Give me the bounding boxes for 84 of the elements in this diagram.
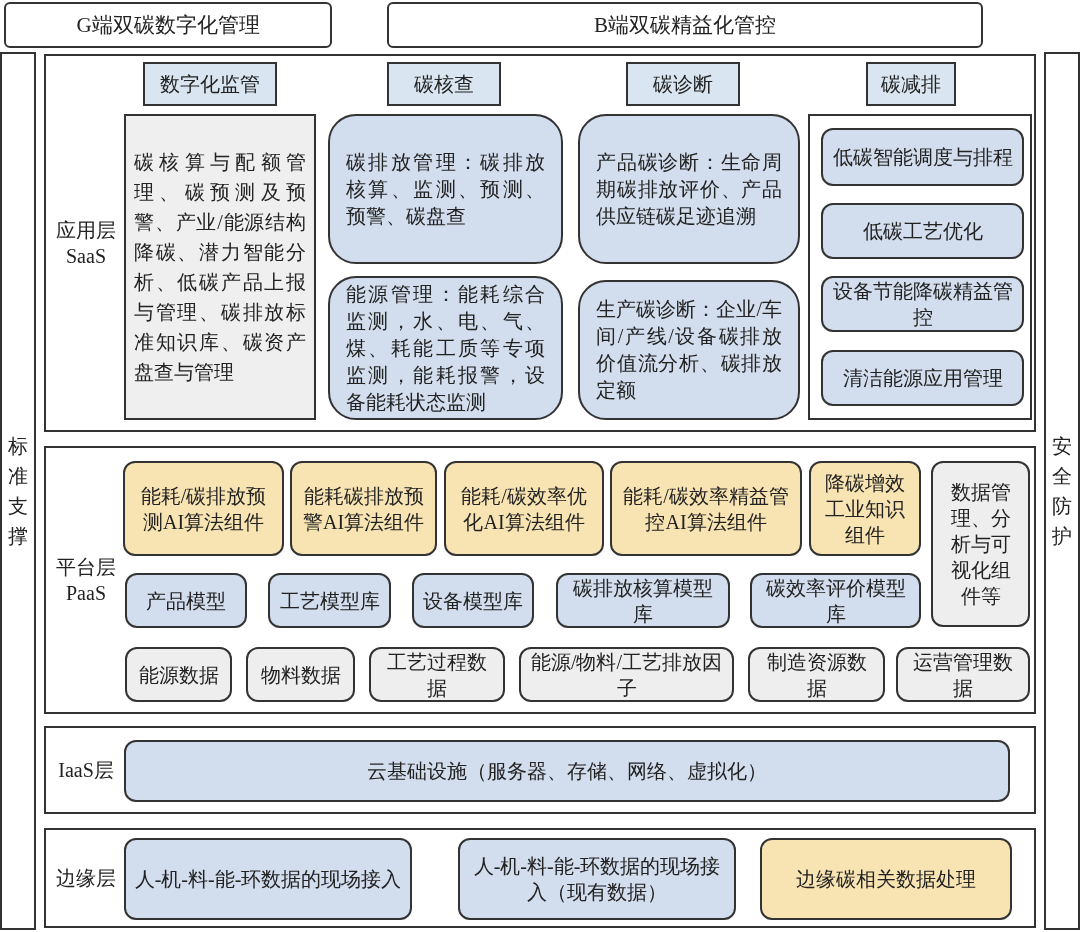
data-module [748, 647, 885, 702]
layer-panel [44, 828, 1036, 928]
module-label: 碳排放管理：碳排放核算、监测、预测、预警、碳盘查 [345, 149, 546, 229]
layer-panel [44, 54, 1036, 432]
function-module [268, 573, 391, 628]
function-module [821, 350, 1024, 406]
module-label: 能耗/碳排放预测AI算法组件 [139, 483, 268, 535]
module-label: 低碳工艺优化 [861, 219, 984, 244]
module-label: 物料数据 [259, 662, 342, 688]
algorithm-module [290, 461, 437, 556]
module-label: 产品碳诊断：生命周期碳排放评价、产品供应链碳足迹追溯 [595, 149, 783, 229]
module-label: 制造资源数据 [765, 649, 868, 701]
algorithm-module [760, 838, 1012, 920]
module-label: 清洁能源应用管理 [841, 366, 1004, 391]
module-label: 边缘碳相关数据处理 [795, 867, 977, 892]
function-module [124, 740, 1010, 802]
group-frame [808, 114, 1032, 420]
module-label: 产品模型 [145, 588, 227, 614]
module-label: 能耗/碳效率优化AI算法组件 [460, 483, 588, 535]
module-label: 设备模型库 [422, 588, 524, 614]
module-label: 能耗/碳效率精益管控AI算法组件 [622, 483, 790, 535]
header-box [4, 2, 332, 48]
layer-panel [44, 726, 1036, 814]
module-label: 能源数据 [137, 662, 220, 688]
algorithm-module [610, 461, 802, 556]
category-header [626, 62, 740, 106]
data-module [896, 647, 1030, 702]
module-label: 能耗碳排放预警AI算法组件 [301, 483, 426, 535]
header-title: G端双碳数字化管理 [75, 12, 261, 38]
function-module [556, 573, 730, 628]
function-panel [124, 114, 316, 420]
function-module [328, 276, 563, 420]
function-module [125, 573, 247, 628]
module-label: 人-机-料-能-环数据的现场接入 [133, 867, 403, 892]
module-label: 数据管理、分析与可视化组件等 [949, 480, 1012, 609]
layer-label: 边缘层 [55, 866, 117, 891]
module-label: 工艺模型库 [278, 588, 381, 614]
module-label: 设备节能降碳精益管控 [831, 279, 1014, 330]
function-module [458, 838, 736, 920]
function-module [412, 573, 534, 628]
module-label: 降碳增效工业知识组件 [824, 470, 906, 548]
function-description: 碳核算与配额管理、碳预测及预警、产业/能源结构降碳、潜力智能分析、低碳产品上报与管理、碳排放标准知识库、碳资产盘查与管理 [133, 150, 307, 385]
algorithm-module [444, 461, 604, 556]
module-label: 人-机-料-能-环数据的现场接入（现有数据） [472, 854, 722, 905]
layer-label: IaaS层 [57, 758, 115, 783]
module-label: 工艺过程数据 [386, 649, 488, 701]
module-label: 生产碳诊断：企业/车间/产线/设备碳排放价值流分析、碳排放定额 [595, 297, 783, 403]
side-label: 标准支撑 [7, 434, 29, 549]
module-label: 云基础设施（服务器、存储、网络、虚拟化） [366, 759, 768, 784]
module-label: 能源管理：能耗综合监测，水、电、气、煤、耗能工质等专项监测，能耗报警，设备能耗状态监测 [345, 281, 546, 415]
category-label: 碳诊断 [652, 72, 714, 97]
layer-panel [44, 446, 1036, 714]
function-module [578, 280, 800, 420]
function-module [578, 114, 800, 264]
category-header [143, 62, 277, 106]
side-bar [0, 52, 36, 930]
module-label: 低碳智能调度与排程 [831, 145, 1014, 170]
layer-label: 平台层 PaaS [55, 555, 117, 606]
category-header [387, 62, 501, 106]
category-label: 碳减排 [880, 72, 942, 97]
function-module [821, 203, 1024, 259]
data-module [369, 647, 505, 702]
algorithm-module [809, 461, 921, 556]
category-label: 碳核查 [413, 72, 475, 97]
side-label: 安全防护 [1051, 434, 1073, 549]
algorithm-module [123, 461, 284, 556]
function-module [821, 276, 1024, 332]
module-label: 能源/物料/工艺排放因子 [529, 649, 724, 701]
function-module [328, 114, 563, 264]
data-module [246, 647, 355, 702]
module-label: 运营管理数据 [912, 649, 1014, 701]
header-title: B端双碳精益化管控 [593, 12, 777, 38]
function-module [124, 838, 412, 920]
function-module [750, 573, 921, 628]
data-module [931, 461, 1030, 627]
module-label: 碳效率评价模型库 [764, 575, 907, 627]
category-header [866, 62, 956, 106]
layer-label: 应用层 SaaS [55, 218, 117, 269]
category-label: 数字化监管 [159, 72, 261, 97]
header-box [387, 2, 983, 48]
module-label: 碳排放核算模型库 [572, 575, 714, 627]
data-module [125, 647, 232, 702]
function-module [821, 128, 1024, 186]
side-bar [1044, 52, 1080, 930]
